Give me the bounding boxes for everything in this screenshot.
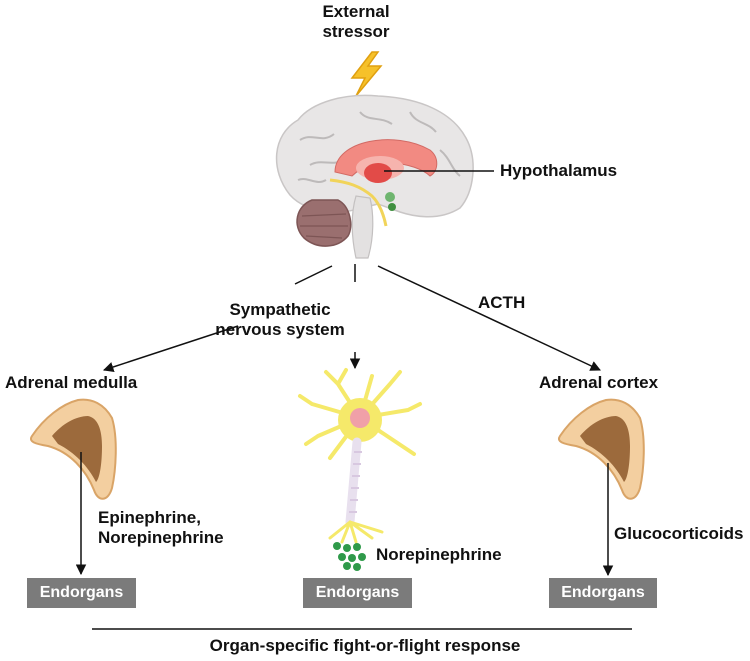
sns-branch-line bbox=[294, 265, 333, 285]
left-hormones-line-1: Epinephrine, bbox=[98, 508, 201, 527]
brain-icon bbox=[275, 94, 474, 259]
adrenal-cortex-icon bbox=[558, 398, 645, 500]
stressor-line-2: stressor bbox=[322, 22, 390, 41]
acth-arrow bbox=[377, 265, 601, 371]
neuron-icon bbox=[298, 368, 422, 571]
hypothalamus-label: Hypothalamus bbox=[500, 161, 618, 180]
footer-label: Organ-specific fight-or-flight response bbox=[209, 636, 521, 655]
right-hormone-label: Glucocorticoids bbox=[614, 524, 744, 543]
left-hormones-line-2: Norepinephrine bbox=[98, 528, 224, 547]
endorgans-box-center: Endorgans bbox=[303, 578, 412, 608]
center-hormone-label: Norepinephrine bbox=[376, 545, 502, 564]
sns-line-2: nervous system bbox=[215, 320, 345, 339]
acth-label: ACTH bbox=[478, 293, 526, 312]
adrenal-medulla-label: Adrenal medulla bbox=[5, 373, 138, 392]
external-stressor-label: External stressor bbox=[318, 2, 394, 42]
lightning-icon bbox=[350, 51, 383, 97]
left-hormones-label: Epinephrine, Norepinephrine bbox=[98, 508, 224, 548]
endorgans-box-right: Endorgans bbox=[549, 578, 657, 608]
endorgans-box-left: Endorgans bbox=[27, 578, 136, 608]
adrenal-cortex-label: Adrenal cortex bbox=[539, 373, 659, 392]
sns-to-medulla-arrow bbox=[103, 325, 239, 373]
sns-label: Sympathetic nervous system bbox=[205, 300, 355, 340]
adrenal-medulla-icon bbox=[30, 398, 117, 500]
stressor-line-1: External bbox=[322, 2, 390, 21]
sns-line-1: Sympathetic bbox=[229, 300, 331, 319]
